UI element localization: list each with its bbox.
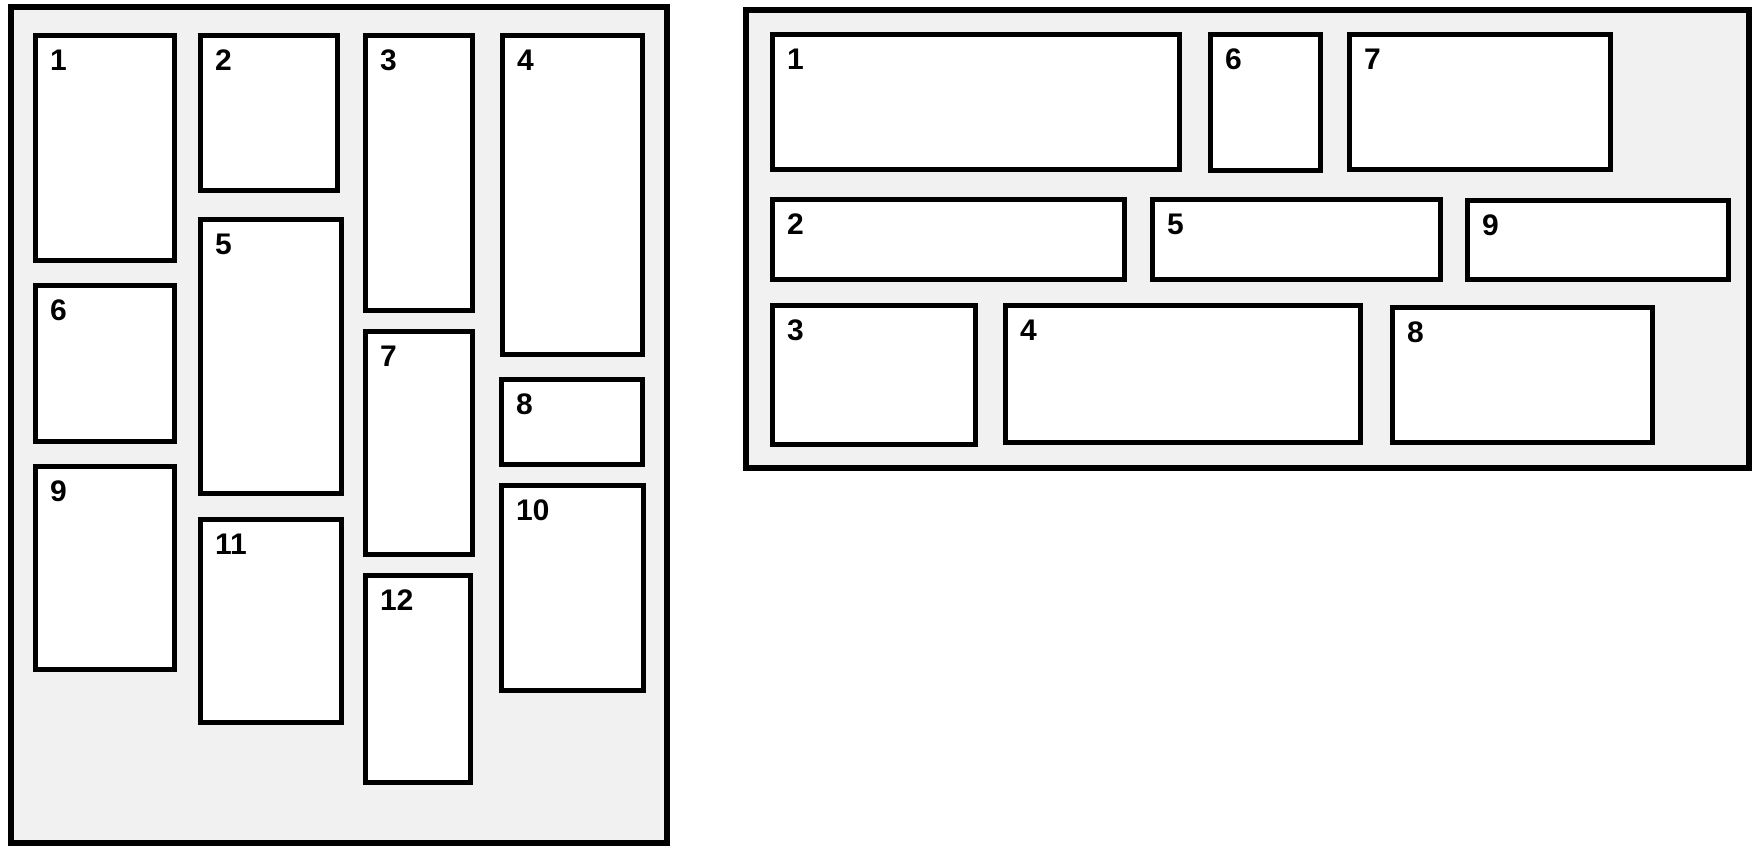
right-item-5: 5	[1150, 197, 1443, 282]
left-item-4: 4	[500, 33, 645, 357]
left-item-11: 11	[198, 517, 344, 725]
right-item-7: 7	[1347, 32, 1613, 172]
left-item-6: 6	[33, 283, 177, 444]
right-item-9: 9	[1465, 198, 1731, 282]
left-item-9: 9	[33, 464, 177, 672]
masonry-rows-panel: 1 6 7 2 5 9 3 4 8	[743, 7, 1752, 471]
left-item-5: 5	[198, 217, 344, 496]
right-item-2: 2	[770, 197, 1127, 282]
left-item-10: 10	[499, 483, 646, 693]
right-item-4: 4	[1003, 303, 1363, 445]
right-item-1: 1	[770, 32, 1182, 172]
right-item-6: 6	[1208, 32, 1323, 173]
left-item-1: 1	[33, 33, 177, 263]
right-item-3: 3	[770, 303, 978, 447]
masonry-columns-panel: 1 2 3 4 5 6 7 8 9 10 11 12	[8, 4, 670, 846]
left-item-2: 2	[198, 33, 340, 193]
left-item-7: 7	[363, 329, 475, 557]
right-item-8: 8	[1390, 305, 1655, 445]
left-item-8: 8	[499, 377, 645, 467]
left-item-12: 12	[363, 573, 473, 785]
left-item-3: 3	[363, 33, 475, 313]
